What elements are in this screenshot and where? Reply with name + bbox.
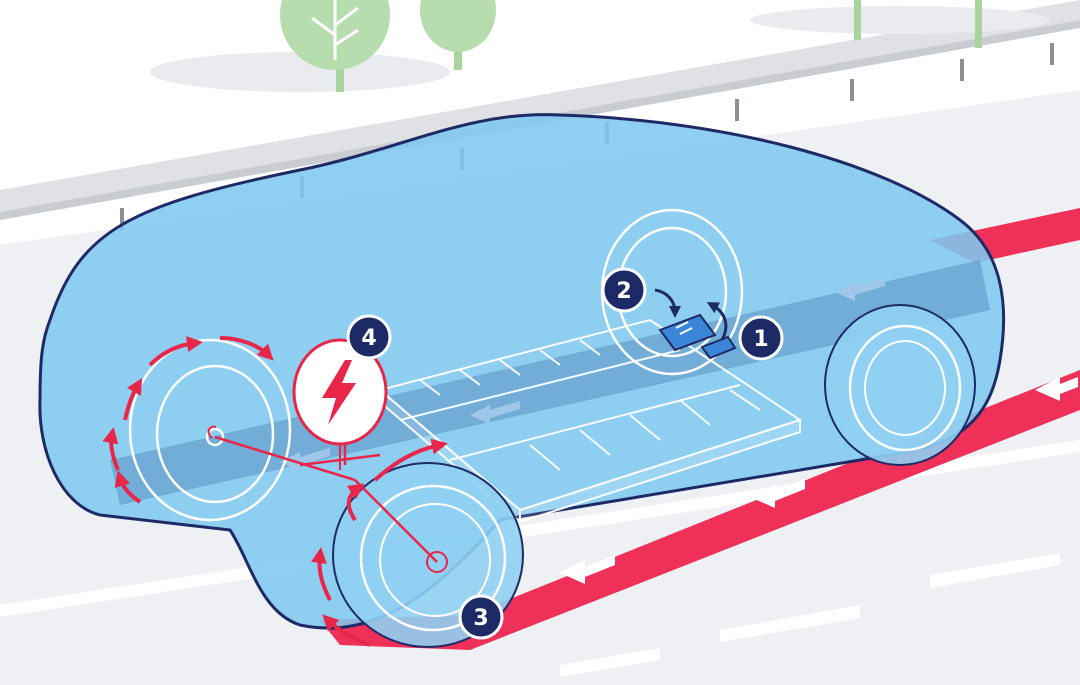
callout-2-label: 2 (616, 279, 631, 304)
arrow-left-icon (280, 448, 330, 471)
lane-arrows (560, 377, 1078, 584)
tree (854, 0, 982, 48)
trees (150, 0, 1050, 92)
pedals (654, 288, 737, 360)
callout-4-label: 4 (361, 326, 376, 351)
arrow-left-icon (560, 555, 615, 584)
callout-2: 2 (601, 267, 647, 313)
wheel-front-far (128, 338, 292, 522)
floor-arrows (280, 278, 885, 471)
callout-4: 4 (346, 314, 392, 360)
wheel-rotation-arrows-far (102, 336, 274, 504)
arrow-left-icon (835, 278, 885, 301)
road-dash (560, 648, 660, 677)
callout-1-label: 1 (753, 327, 768, 352)
callout-3-label: 3 (473, 606, 488, 631)
callout-3: 3 (458, 594, 504, 640)
battery-pack (377, 318, 803, 525)
tree (420, 0, 496, 70)
tree (280, 0, 390, 92)
road-dash (720, 605, 860, 642)
road-dash (930, 553, 1060, 588)
accelerator-pedal (658, 313, 717, 352)
lightning-bolt-icon (322, 360, 356, 425)
arrow-left-icon (750, 479, 805, 508)
brake-pedal (700, 335, 737, 360)
curved-arrow-icon (706, 302, 728, 341)
wheel-rotation-arrows-near (311, 438, 448, 647)
energy-recovery-badge (292, 338, 388, 470)
curved-arrow-icon (654, 288, 681, 318)
callout-1: 1 (738, 315, 784, 361)
arrow-left-icon (1035, 377, 1078, 401)
wheel-rear-near (824, 304, 976, 466)
arrow-left-icon (470, 401, 520, 424)
